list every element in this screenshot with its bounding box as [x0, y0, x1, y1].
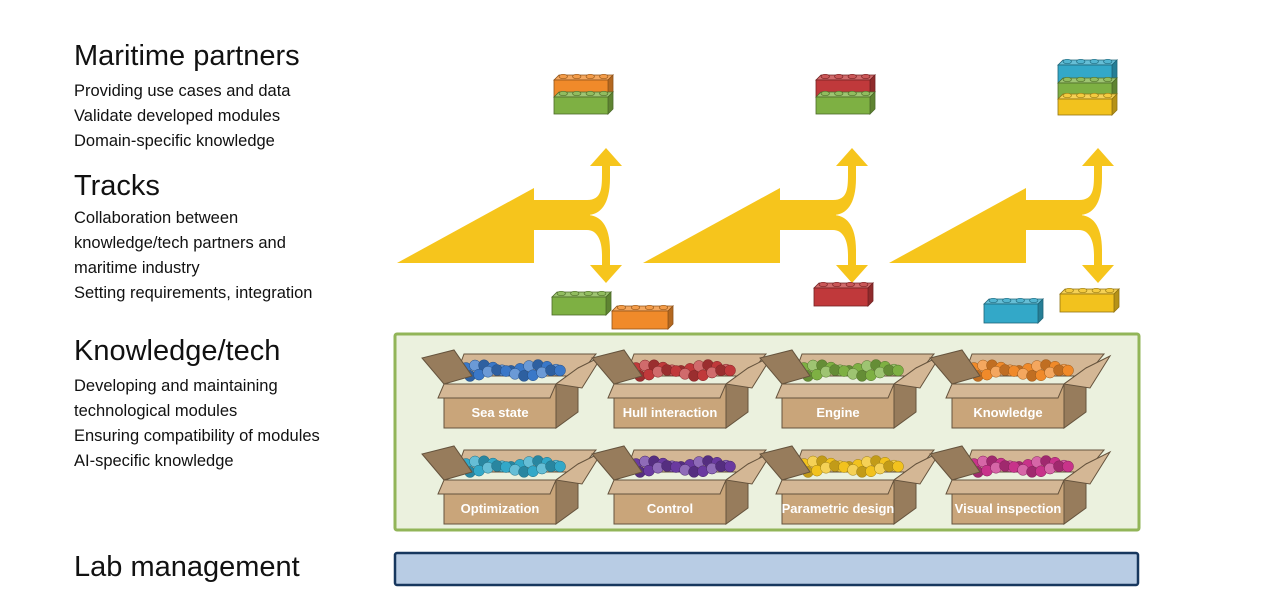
maritime-line: Domain-specific knowledge: [74, 132, 275, 150]
module-box-label: Parametric design: [782, 501, 895, 516]
module-boxes-layer: Sea state Hull interaction Engine Knowledge…: [421, 349, 1112, 525]
knowledge-line: Developing and maintaining: [74, 377, 278, 395]
cardboard-box-icon: Hull interaction: [591, 349, 774, 429]
lego-brick-icon: [1057, 92, 1118, 116]
tracks-line: knowledge/tech partners and: [74, 234, 286, 252]
knowledge-tech-title: Knowledge/tech: [74, 335, 281, 367]
lego-brick-icon: [983, 297, 1044, 324]
tracks-line: maritime industry: [74, 259, 200, 277]
maritime-line: Validate developed modules: [74, 107, 281, 125]
lego-brick-icon: [553, 90, 614, 115]
lab-management-title: Lab management: [74, 551, 300, 583]
cardboard-box-icon: Sea state: [421, 349, 604, 429]
tracks-layer: [397, 148, 1114, 283]
cardboard-box-icon: Optimization: [421, 445, 604, 525]
tracks-line: Setting requirements, integration: [74, 284, 313, 302]
knowledge-line: technological modules: [74, 402, 238, 420]
cardboard-box-icon: Visual inspection: [929, 445, 1112, 525]
module-box-label: Control: [647, 501, 693, 516]
lego-brick-icon: [551, 290, 612, 316]
module-box-label: Visual inspection: [955, 501, 1062, 516]
lego-brick-icon: [815, 90, 876, 115]
module-box-label: Sea state: [471, 405, 528, 420]
lego-brick-icon: [611, 304, 674, 330]
track-arrow-icon: [889, 148, 1114, 283]
knowledge-line: AI-specific knowledge: [74, 452, 234, 470]
cardboard-box-icon: Parametric design: [759, 445, 942, 525]
lego-brick-icon: [813, 281, 874, 307]
lab-management-section: Lab management: [74, 551, 300, 583]
tracks-line: Collaboration between: [74, 209, 239, 227]
lab-management-bar: [393, 551, 1140, 587]
module-box-label: Knowledge: [973, 405, 1042, 420]
knowledge-tech-section: Knowledge/tech Developing and maintainin…: [74, 335, 320, 474]
cardboard-box-icon: Engine: [759, 349, 942, 429]
module-box-label: Hull interaction: [623, 405, 718, 420]
maritime-partners-section: Maritime partners Providing use cases an…: [74, 40, 300, 154]
maritime-line: Providing use cases and data: [74, 82, 291, 100]
tracks-title: Tracks: [74, 170, 160, 202]
cardboard-box-icon: Knowledge: [929, 349, 1112, 429]
maritime-partners-title: Maritime partners: [74, 40, 300, 72]
cardboard-box-icon: Control: [591, 445, 774, 525]
lego-brick-icon: [1059, 287, 1120, 313]
tracks-section: Tracks Collaboration between knowledge/t…: [74, 170, 312, 306]
module-box-label: Optimization: [461, 501, 540, 516]
track-arrow-icon: [643, 148, 868, 283]
track-arrow-icon: [397, 148, 622, 283]
module-box-label: Engine: [816, 405, 859, 420]
knowledge-line: Ensuring compatibility of modules: [74, 427, 320, 445]
bricks-layer: [551, 58, 1120, 330]
